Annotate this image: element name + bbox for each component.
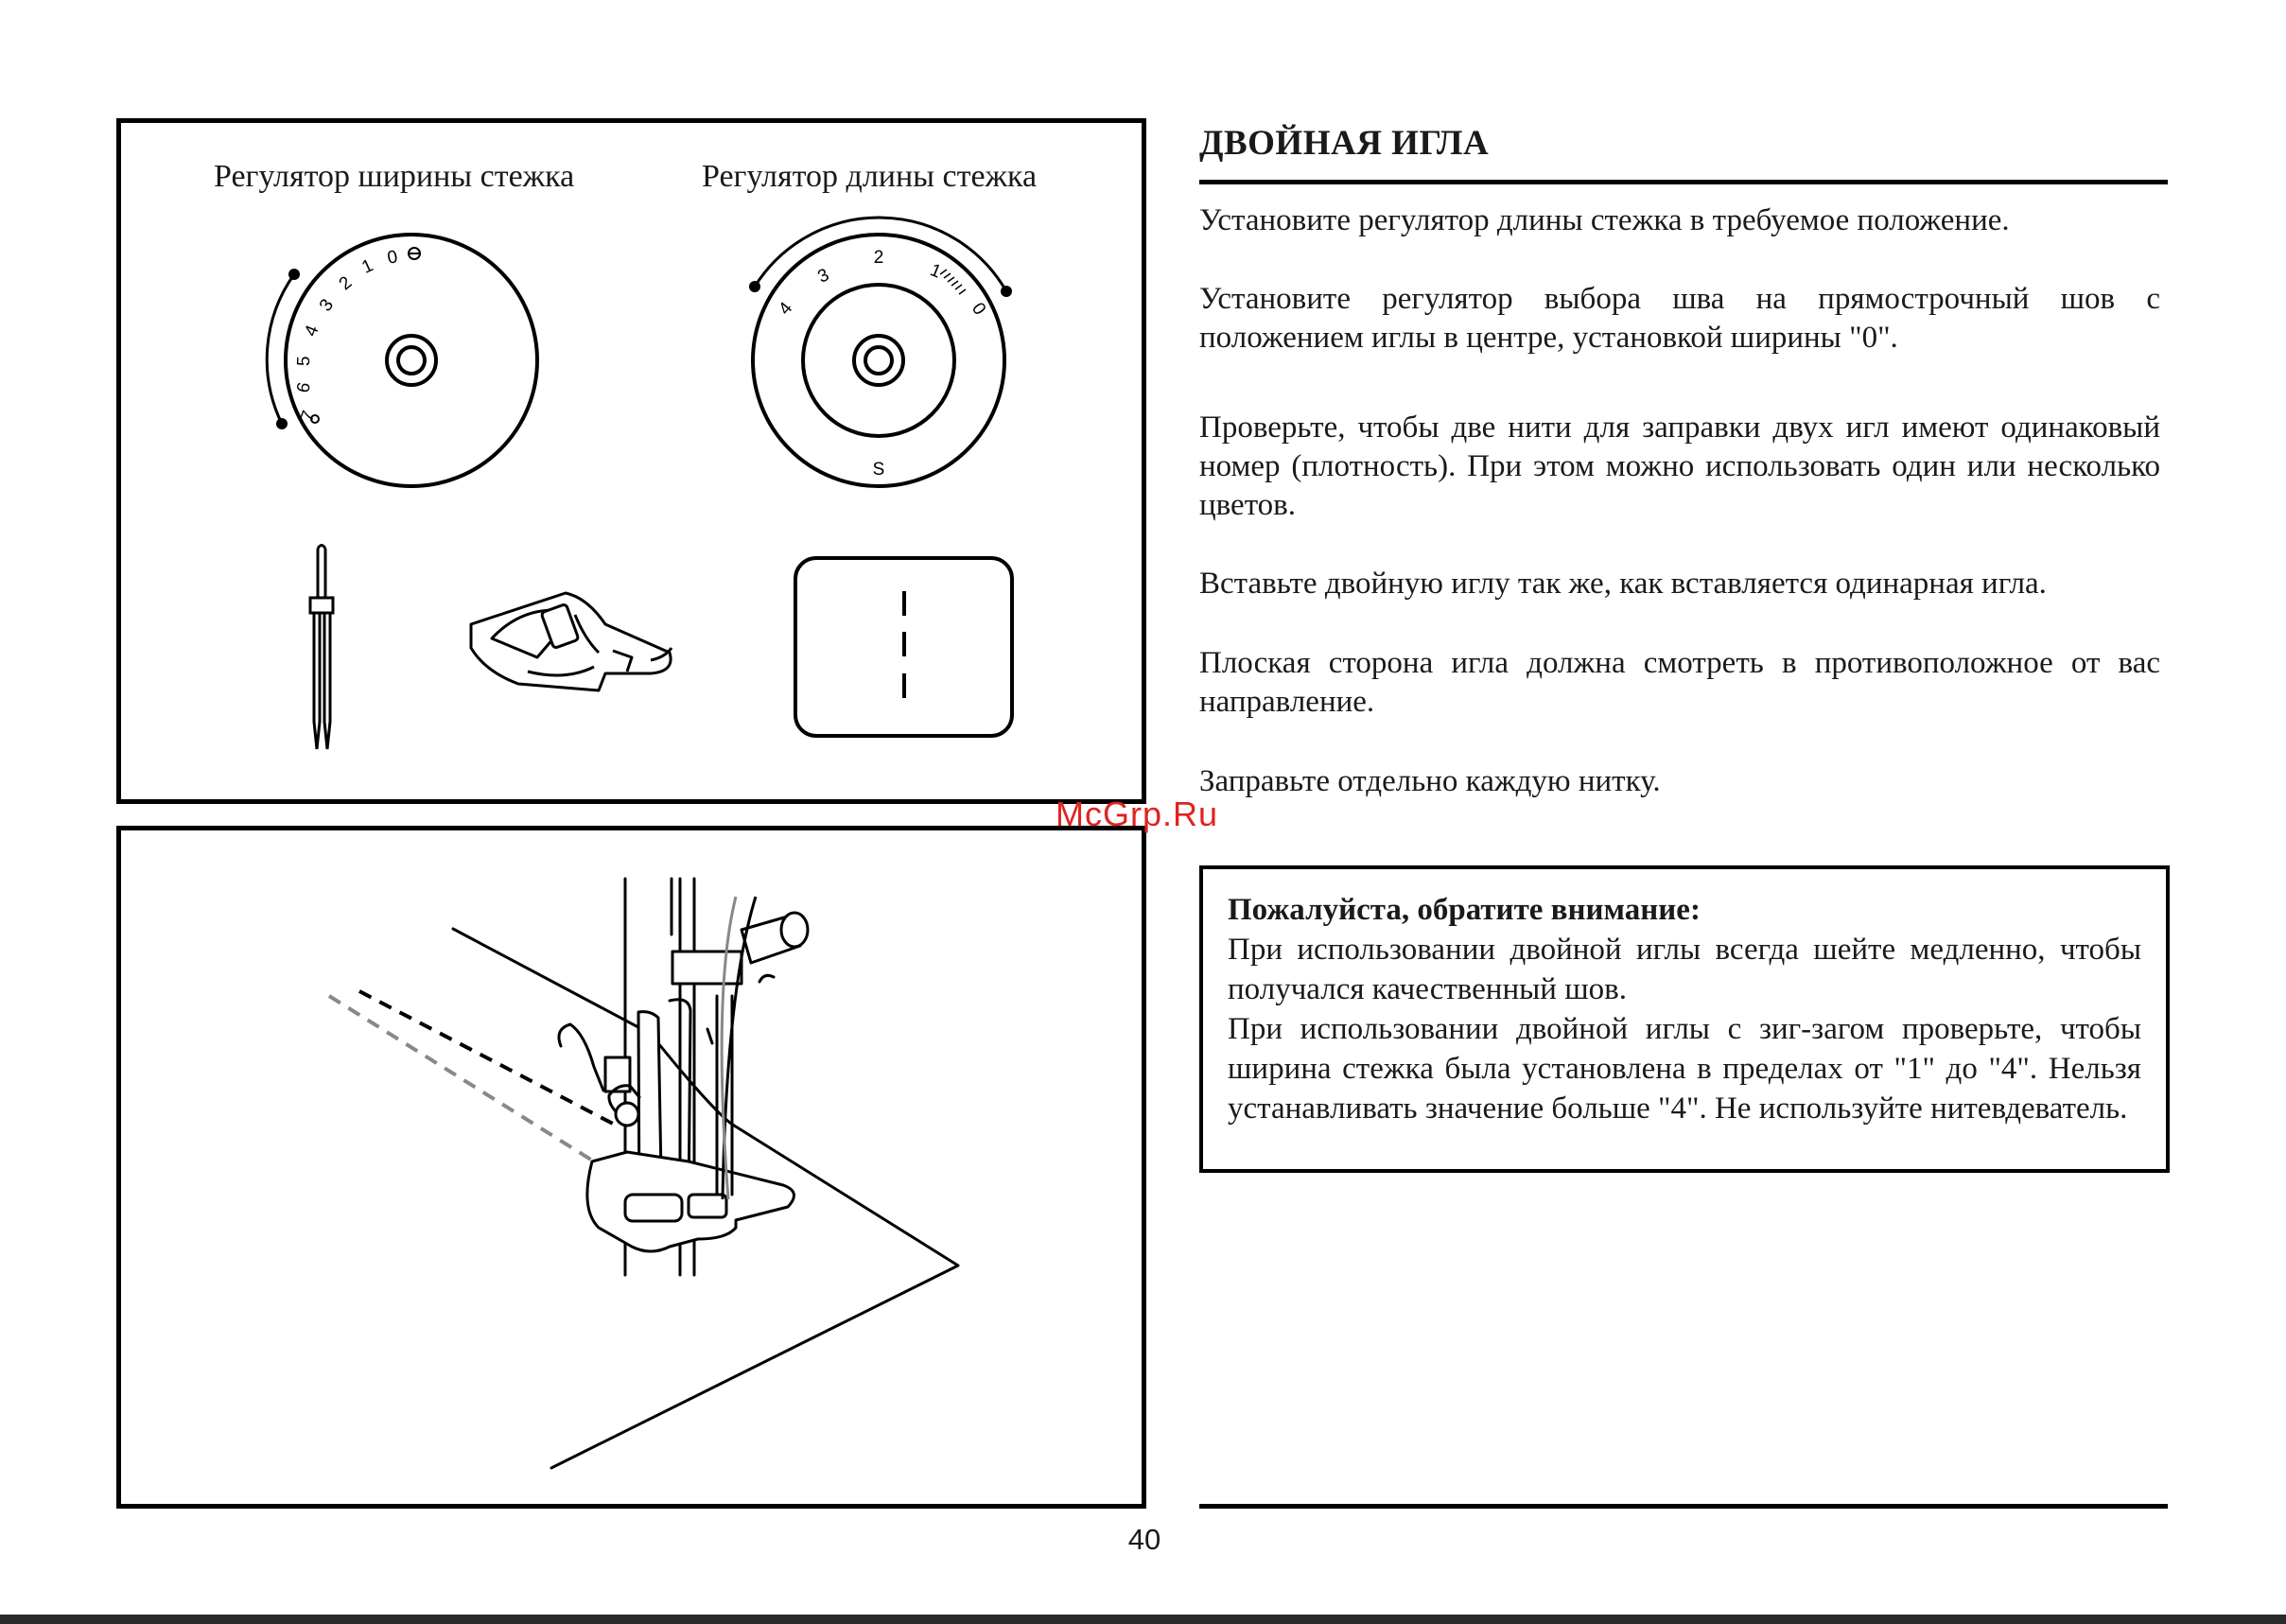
footer-bar [0,1615,2286,1624]
instruction-paragraph: Установите регулятор длины стежка в треб… [1199,203,2010,237]
instruction-paragraph: Вставьте двойную иглу так же, как вставл… [1199,567,2047,601]
length-dial-digit: 2 [874,248,884,268]
figure-panel-sewing [116,826,1146,1509]
note-title: Пожалуйста, обратите внимание: [1228,893,1701,927]
width-dial-digit: 6 [293,380,315,394]
twin-needle-illustration [308,544,335,750]
length-dial-label: Регулятор длины стежка [702,159,1038,194]
title-divider [1199,180,2168,184]
instruction-paragraph: Установите регулятор выбора шва на прямо… [1199,282,2160,355]
bottom-divider [1199,1504,2168,1509]
note-box: Пожалуйста, обратите внимание: При испол… [1199,865,2170,1173]
width-dial-illustration: 7 6 5 4 3 2 1 0 [265,233,539,488]
width-dial-digit: 0 [386,247,399,269]
width-dial-label: Регулятор ширины стежка [214,159,575,194]
instruction-paragraph: Проверьте, чтобы две нити для заправки д… [1199,410,2160,522]
straight-stitch-icon [794,556,1014,738]
presser-foot-illustration [469,591,673,692]
watermark: McGrp.Ru [1056,795,1219,833]
instruction-paragraph: Плоская сторона игла должна смотреть в п… [1199,646,2160,719]
width-dial-digit: 5 [294,356,314,366]
page-number: 40 [1127,1523,1161,1556]
sewing-twin-needle-illustration [327,877,960,1470]
note-line: При использовании двойной иглы всегда ше… [1228,933,2141,1006]
length-dial-s-label: S [873,460,885,480]
note-line: При использовании двойной иглы с зиг-заг… [1228,1012,2141,1126]
section-title: ДВОЙНАЯ ИГЛА [1199,124,1490,163]
instruction-paragraph: Заправьте отдельно каждую нитку. [1199,764,1661,798]
length-dial-illustration: 4 3 2 1 0 S [749,216,1012,488]
figure-panel-dials: Регулятор ширины стежка Регулятор длины … [116,118,1146,804]
